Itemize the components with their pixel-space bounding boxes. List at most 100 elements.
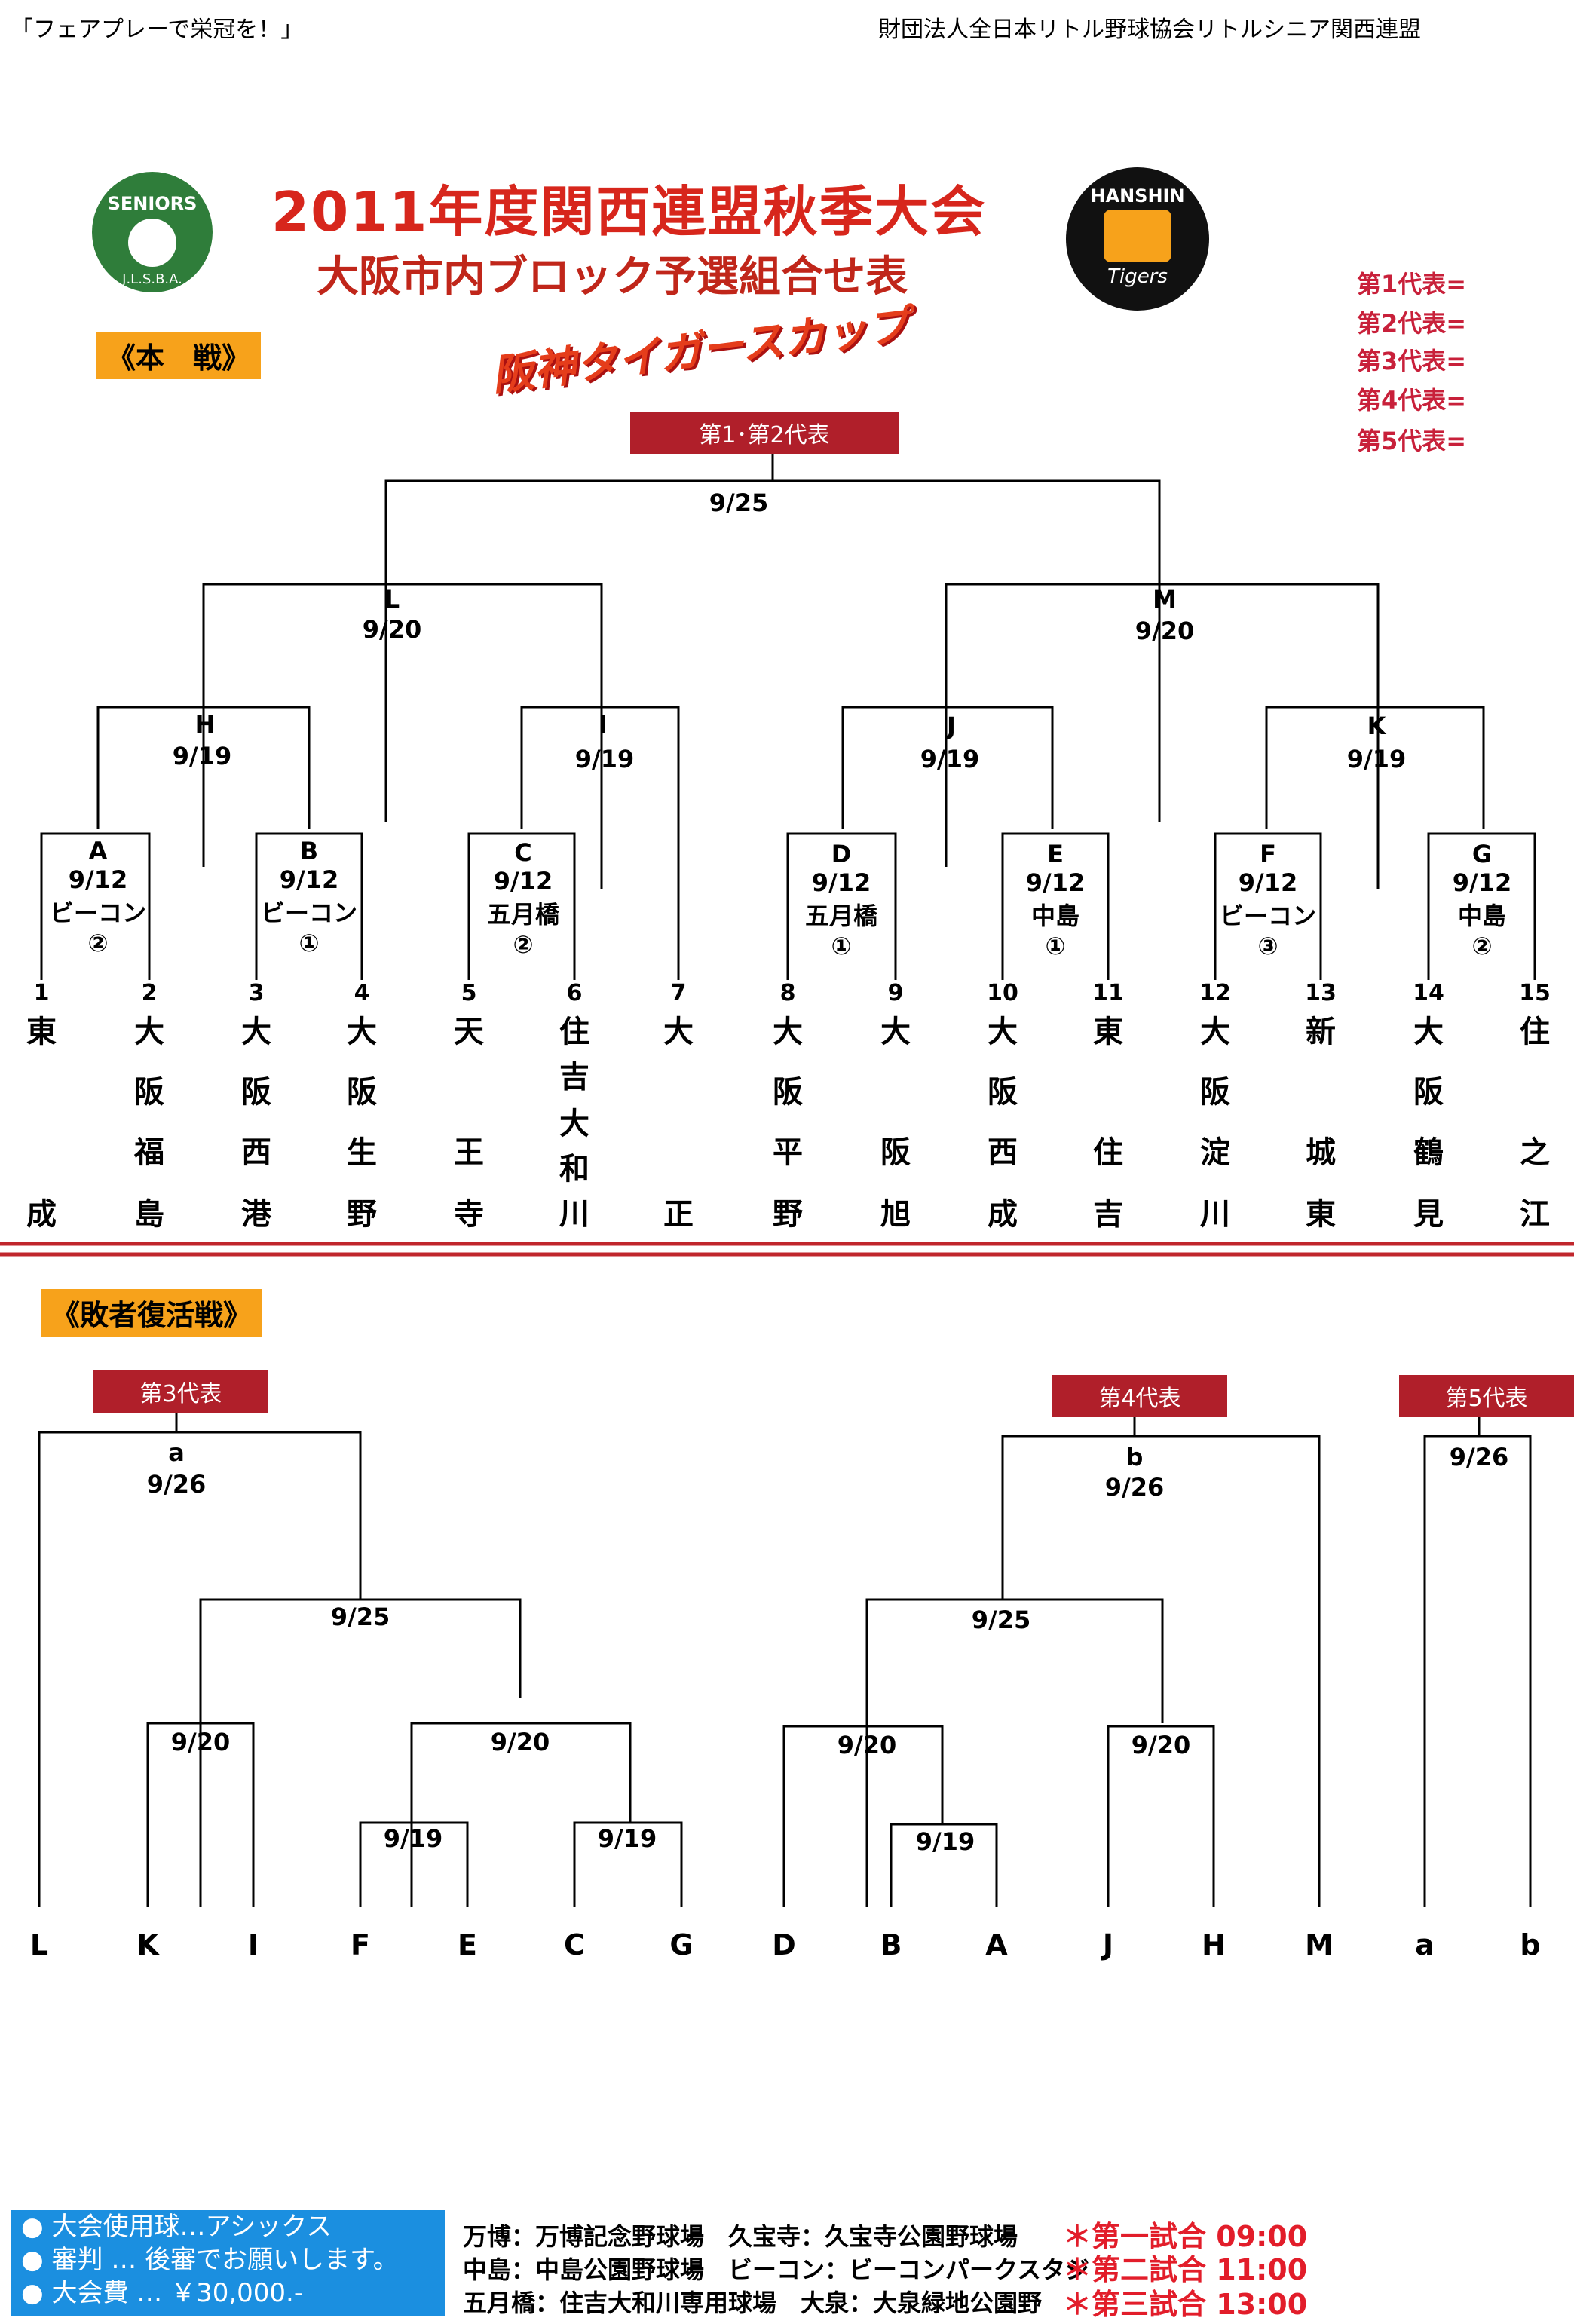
team-name-char: 阪 — [1413, 1075, 1444, 1110]
round-date-J: 9/19 — [920, 745, 980, 773]
team-name-char: 城 — [1306, 1135, 1336, 1170]
team-name-char: 吉 — [559, 1060, 589, 1095]
round-date-K: 9/19 — [1346, 745, 1407, 773]
rep-5: 第5代表= — [1357, 427, 1467, 455]
match-E-venue: 中島 — [1030, 902, 1079, 930]
loser-a-date: 9/26 — [146, 1470, 207, 1499]
loser-bottom-label: K — [136, 1928, 159, 1961]
match-D-date: 9/12 — [811, 868, 871, 897]
team-name-char: 東 — [1093, 1015, 1123, 1049]
venue-line-1: 万博：万博記念野球場 久宝寺：久宝寺公園野球場 — [463, 2222, 1018, 2251]
tigers-logo: HANSHIN Tigers — [1066, 167, 1209, 311]
team-name-char: 大 — [1413, 1015, 1444, 1049]
team-name-char: 阪 — [241, 1075, 271, 1110]
team-name-char: 見 — [1413, 1197, 1444, 1232]
round-code-J: J — [947, 712, 956, 740]
venue-line-2: 中島：中島公園野球場 ビーコン：ビーコンパークスタジ — [463, 2255, 1090, 2284]
team-number: 10 — [987, 980, 1018, 1006]
match-C-venue: 五月橋 — [486, 900, 559, 929]
loser-bottom-label: M — [1305, 1928, 1334, 1961]
match-A: A 9/12 ビーコン ② — [50, 837, 158, 957]
match-B-date: 9/12 — [279, 865, 339, 894]
team-name-char: 大 — [988, 1015, 1018, 1049]
match-D: D 9/12 五月橋 ① — [805, 840, 902, 960]
team-number: 8 — [779, 980, 796, 1006]
team-name-char: 天 — [454, 1015, 484, 1049]
team-name-char: 平 — [773, 1135, 803, 1170]
match-D-mark: ① — [831, 932, 852, 960]
team-number: 15 — [1519, 980, 1551, 1006]
main-title: 2011年度関西連盟秋季大会 — [271, 180, 987, 243]
venue-line-3: 五月橋：住吉大和川専用球場 大泉：大泉緑地公園野 — [463, 2289, 1043, 2317]
team-name-char: 住 — [1093, 1135, 1123, 1170]
team-name-char: 大 — [880, 1015, 911, 1049]
match-A-date: 9/12 — [68, 865, 128, 894]
team-name-char: 大 — [134, 1015, 164, 1049]
loser-b-date: 9/26 — [1104, 1473, 1165, 1502]
loser-bottom-label: J — [1102, 1928, 1114, 1961]
loser-bottom-label: A — [985, 1928, 1008, 1961]
team-name-char: 淀 — [1200, 1135, 1230, 1170]
loser-bottom-label: G — [669, 1928, 694, 1961]
loser-a-code: a — [168, 1438, 185, 1467]
loser-919-3: 9/19 — [915, 1827, 975, 1856]
team-name-char: 西 — [241, 1135, 271, 1170]
match-G-date: 9/12 — [1452, 868, 1512, 897]
loser-925-a: 9/25 — [330, 1603, 390, 1631]
rep3-box: 第3代表 — [93, 1370, 268, 1413]
match-E-date: 9/12 — [1025, 868, 1086, 897]
match-C-code: C — [514, 838, 532, 867]
match-F: F 9/12 ビーコン ③ — [1220, 840, 1328, 960]
match-G-venue: 中島 — [1457, 902, 1506, 930]
team-name-char: 大 — [1200, 1015, 1230, 1049]
team-name-char: 住 — [559, 1015, 589, 1049]
team-number: 7 — [670, 980, 687, 1006]
loser-bottom-label: D — [772, 1928, 796, 1961]
match-G-mark: ② — [1471, 932, 1493, 960]
team-number: 14 — [1413, 980, 1444, 1006]
rep5-box: 第5代表 — [1399, 1375, 1574, 1417]
team-number: 5 — [461, 980, 477, 1006]
loser-bottom-label: b — [1520, 1928, 1541, 1961]
rep-2: 第2代表= — [1357, 309, 1467, 338]
organizer: 財団法人全日本リトル野球協会リトルシニア関西連盟 — [878, 17, 1421, 43]
loser-bottom-label: E — [458, 1928, 477, 1961]
footer-fee: ● 大会費 … ￥30,000.- — [21, 2278, 304, 2308]
team-number: 12 — [1199, 980, 1231, 1006]
seniors-logo: SENIORS J.L.S.B.A. — [92, 172, 213, 292]
team-name-char: 吉 — [1093, 1197, 1123, 1232]
team-name-char: 川 — [1200, 1197, 1230, 1232]
team-name-char: 西 — [988, 1135, 1018, 1170]
match-C-date: 9/12 — [493, 867, 553, 896]
final-date: 9/25 — [709, 488, 769, 517]
team-name-char: 成 — [988, 1197, 1018, 1232]
seniors-logo-text: SENIORS — [107, 193, 198, 214]
team-name-char: 王 — [454, 1135, 484, 1170]
team-number: 2 — [141, 980, 158, 1006]
team-name-char: 大 — [241, 1015, 271, 1049]
team-name-char: 阪 — [773, 1075, 803, 1110]
tiger-icon — [1104, 210, 1171, 262]
round-date-M: 9/20 — [1135, 617, 1195, 645]
match-B-code: B — [299, 837, 319, 865]
loser-bottom-label: L — [29, 1928, 49, 1961]
team-name-char: 成 — [26, 1197, 57, 1232]
round-code-L: L — [384, 585, 400, 614]
honsen-label: 《本 戦》 — [96, 332, 262, 379]
top-rep-box: 第1･第2代表 — [630, 412, 899, 454]
team-name-char: 鶴 — [1413, 1135, 1444, 1170]
sub-title: 大阪市内ブロック予選組合せ表 — [317, 253, 908, 302]
team-name-char: 阪 — [880, 1135, 911, 1170]
team-name-char: 大 — [773, 1015, 803, 1049]
team-number: 4 — [354, 980, 370, 1006]
loser-bottom-label: a — [1415, 1928, 1435, 1961]
loser-b-code: b — [1125, 1443, 1144, 1471]
match-F-code: F — [1260, 840, 1276, 868]
team-name-char: 野 — [347, 1197, 377, 1232]
team-number: 1 — [33, 980, 50, 1006]
loser-919-1: 9/19 — [383, 1824, 443, 1853]
game-time-3: ＊第三試合 13:00 — [1063, 2288, 1308, 2321]
team-name-char: 住 — [1520, 1015, 1550, 1049]
team-name-char: 生 — [347, 1135, 377, 1170]
team-name-char: 新 — [1306, 1015, 1336, 1049]
